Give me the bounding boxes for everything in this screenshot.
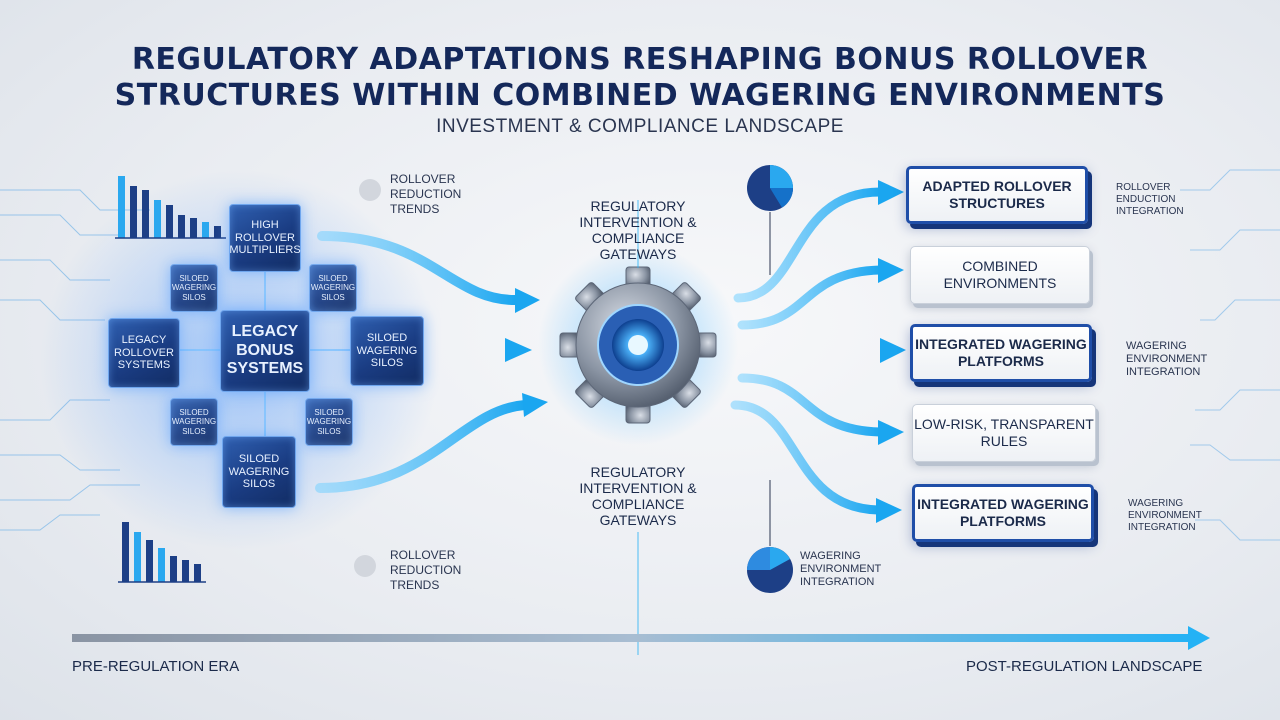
note-dot-top	[359, 179, 381, 201]
label-regulatory-bottom: Regulatory Intervention & Compliance Gat…	[579, 464, 697, 528]
timeline-arrow	[72, 626, 1210, 650]
bar-chart-top-left-icon	[115, 176, 226, 239]
box-integrated-wagering-2: Integrated Wagering Platforms	[912, 484, 1094, 542]
note-dot-bottom	[354, 555, 376, 577]
box-integrated-wagering-1: Integrated Wagering Platforms	[910, 324, 1092, 382]
page-title-line-1: Regulatory Adaptations Reshaping Bonus R…	[131, 42, 1149, 77]
timeline-start-label: Pre-Regulation Era	[72, 658, 240, 675]
note-rollover-enduction: Rollover Enduction Integration	[1116, 182, 1184, 217]
bar-chart-bottom-left-icon	[118, 522, 206, 583]
output-arrows	[730, 187, 887, 515]
pie-chart-bottom-icon	[747, 547, 793, 593]
input-arrows	[315, 231, 530, 493]
label-regulatory-top: Regulatory Intervention & Compliance Gat…	[579, 198, 697, 262]
cube-small-bottom-right: Siloed Wagering Silos	[305, 398, 353, 446]
cube-legacy-rollover: Legacy Rollover Systems	[108, 318, 180, 388]
cube-siloed-right: Siloed Wagering Silos	[350, 316, 424, 386]
cube-legacy-bonus: Legacy Bonus Systems	[220, 310, 310, 392]
cube-siloed-bottom: Siloed Wagering Silos	[222, 436, 296, 508]
box-combined-environments: Combined Environments	[910, 246, 1090, 304]
gear-icon	[538, 245, 738, 445]
note-rollover-reduction-bottom: Rollover Reduction Trends	[390, 548, 462, 592]
page-title-line-2: Structures Within Combined Wagering Envi…	[114, 78, 1166, 113]
note-wagering-environment-2: Wagering Environment Integration	[1128, 498, 1202, 533]
note-rollover-reduction-top: Rollover Reduction Trends	[390, 172, 462, 216]
cube-small-bottom-left: Siloed Wagering Silos	[170, 398, 218, 446]
note-wagering-environment-1: Wagering Environment Integration	[1126, 340, 1208, 378]
page-subtitle: Investment & Compliance Landscape	[436, 116, 844, 137]
cube-high-rollover: High Rollover Multipliers	[229, 204, 301, 272]
box-adapted-rollover: Adapted Rollover Structures	[906, 166, 1088, 224]
timeline-end-label: Post-Regulation Landscape	[966, 658, 1203, 675]
note-pie-wagering: Wagering Environment Integration	[800, 550, 882, 588]
cube-small-top-right: Siloed Wagering Silos	[309, 264, 357, 312]
pie-chart-top-icon	[747, 165, 793, 211]
circuit-lines-right	[1180, 169, 1280, 541]
cube-small-top-left: Siloed Wagering Silos	[170, 264, 218, 312]
box-low-risk-rules: Low-Risk, Transparent Rules	[912, 404, 1096, 462]
